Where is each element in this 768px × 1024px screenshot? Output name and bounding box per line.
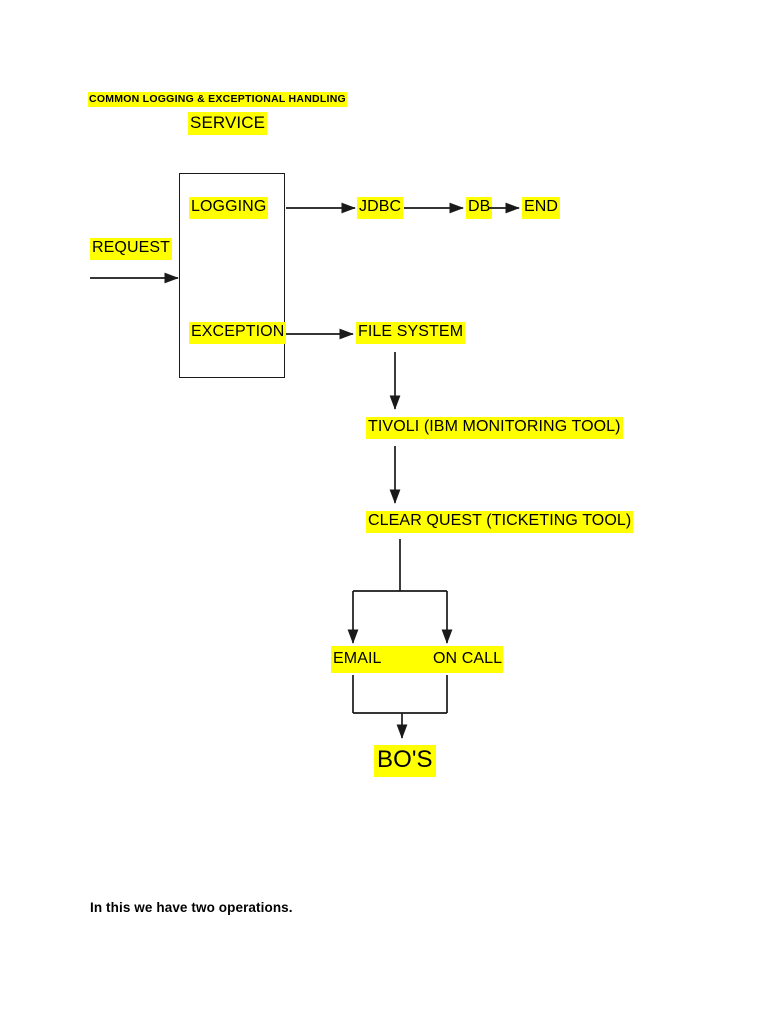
node-bos: BO'S — [374, 745, 436, 778]
footer-note: In this we have two operations. — [90, 900, 293, 915]
node-db: DB — [466, 197, 493, 219]
node-logging: LOGGING — [189, 197, 269, 219]
node-jdbc: JDBC — [357, 197, 404, 219]
node-end: END — [522, 197, 561, 219]
node-on-call: ON CALL — [433, 650, 503, 667]
document-title-secondary: SERVICE — [188, 112, 268, 136]
node-exception: EXCEPTION — [189, 322, 287, 344]
node-email: EMAIL — [333, 650, 382, 667]
service-container-box — [179, 173, 285, 378]
email-oncall-highlight-bar — [331, 646, 503, 673]
document-title-primary: COMMON LOGGING & EXCEPTIONAL HANDLING — [88, 92, 347, 108]
node-request: REQUEST — [90, 238, 173, 260]
node-tivoli: TIVOLI (IBM MONITORING TOOL) — [366, 417, 623, 439]
node-clear-quest: CLEAR QUEST (TICKETING TOOL) — [366, 511, 634, 533]
node-file-system: FILE SYSTEM — [356, 322, 466, 344]
